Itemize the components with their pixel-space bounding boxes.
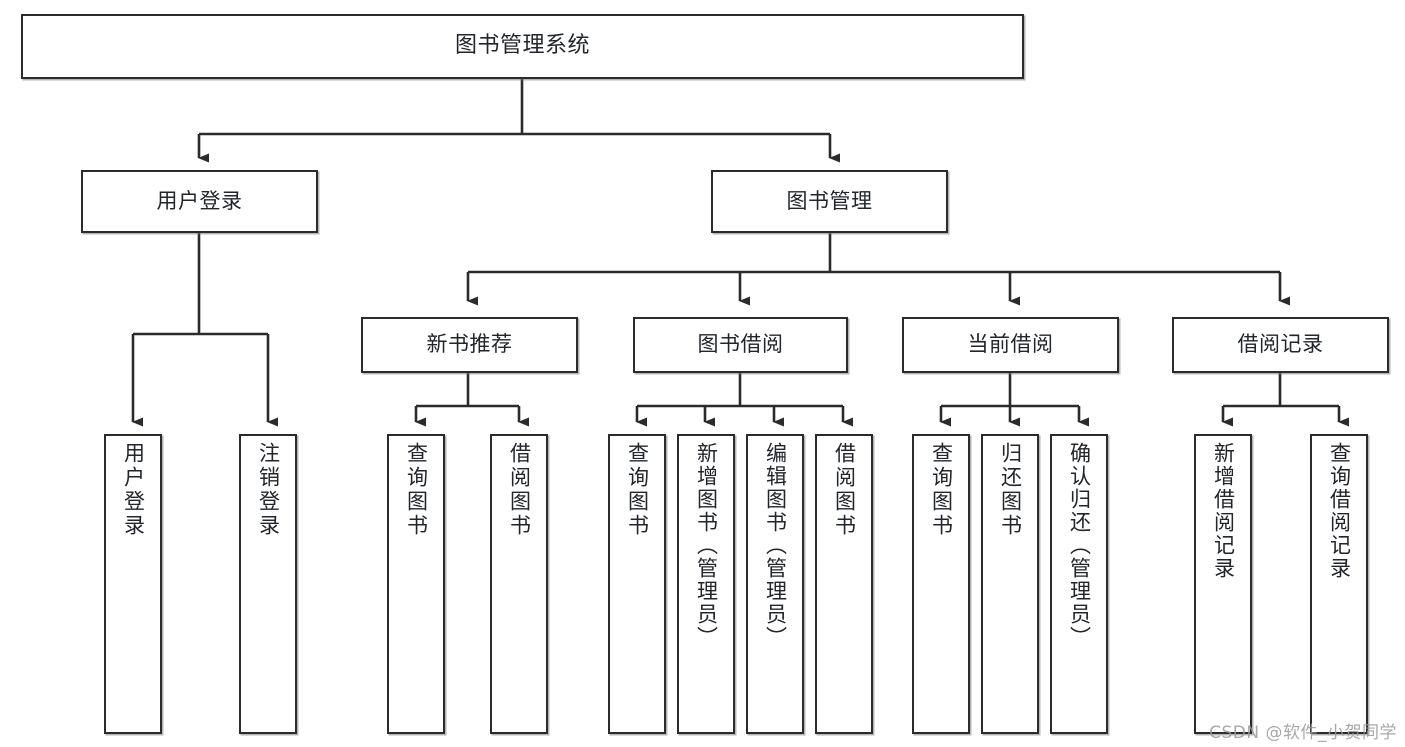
leaf-record-add-record[interactable]: 新增借阅记录 <box>1194 434 1252 734</box>
node-label: 新书推荐 <box>426 332 513 357</box>
node-label: 新增借阅记录 <box>1211 442 1236 580</box>
node-book-borrow[interactable]: 图书借阅 <box>633 317 848 373</box>
leaf-current-return-book[interactable]: 归还图书 <box>981 434 1039 734</box>
leaf-borrow-query-book[interactable]: 查询图书 <box>608 434 666 734</box>
node-root-system[interactable]: 图书管理系统 <box>21 14 1024 79</box>
node-label: 查询图书 <box>625 442 650 538</box>
node-book-management[interactable]: 图书管理 <box>711 170 948 233</box>
node-label: 查询图书 <box>929 442 954 538</box>
node-label: 借阅记录 <box>1237 332 1324 357</box>
node-label: 用户登录 <box>121 442 146 538</box>
leaf-borrow-borrow-book[interactable]: 借阅图书 <box>815 434 873 734</box>
leaf-record-query-record[interactable]: 查询借阅记录 <box>1310 434 1368 734</box>
leaf-current-query-book[interactable]: 查询图书 <box>912 434 970 734</box>
node-label: 编辑图书（管理员） <box>763 442 788 649</box>
node-label: 查询借阅记录 <box>1327 442 1352 580</box>
leaf-borrow-add-book-admin[interactable]: 新增图书（管理员） <box>677 434 735 734</box>
node-label: 当前借阅 <box>967 332 1054 357</box>
node-label: 归还图书 <box>998 442 1023 538</box>
node-label: 确认归还（管理员） <box>1067 442 1092 649</box>
node-label: 用户登录 <box>156 188 243 213</box>
watermark-text: CSDN @软件_小贺同学 <box>1209 723 1397 743</box>
node-new-book-recommend[interactable]: 新书推荐 <box>361 317 578 373</box>
node-label: 注销登录 <box>256 442 281 538</box>
node-label: 借阅图书 <box>507 442 532 538</box>
node-label: 查询图书 <box>404 442 429 538</box>
node-label: 新增图书（管理员） <box>694 442 719 649</box>
node-borrow-record[interactable]: 借阅记录 <box>1172 317 1389 373</box>
node-label: 借阅图书 <box>832 442 857 538</box>
node-label: 图书借阅 <box>697 332 784 357</box>
leaf-recommend-borrow-book[interactable]: 借阅图书 <box>490 434 548 734</box>
node-current-borrow[interactable]: 当前借阅 <box>902 317 1119 373</box>
leaf-borrow-edit-book-admin[interactable]: 编辑图书（管理员） <box>746 434 804 734</box>
node-label: 图书管理 <box>786 188 873 213</box>
node-label: 图书管理系统 <box>454 33 590 59</box>
leaf-user-logout[interactable]: 注销登录 <box>239 434 297 734</box>
leaf-current-confirm-return-admin[interactable]: 确认归还（管理员） <box>1050 434 1108 734</box>
leaf-user-login[interactable]: 用户登录 <box>104 434 162 734</box>
leaf-recommend-query-book[interactable]: 查询图书 <box>387 434 445 734</box>
node-user-login[interactable]: 用户登录 <box>81 170 318 233</box>
